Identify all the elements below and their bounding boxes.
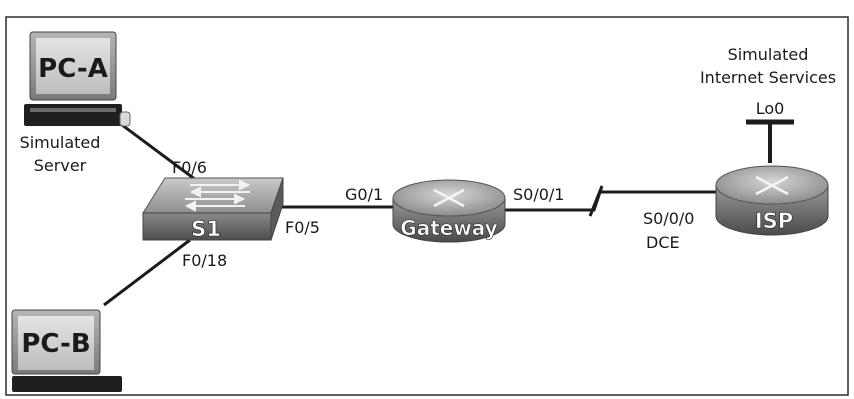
interface-dce: DCE (646, 233, 680, 252)
switch-arrows-icon (184, 179, 251, 212)
pc-b-device: PC-B (11, 309, 122, 392)
link-gateway-isp-serial (505, 185, 720, 217)
interface-s1-f018: F0/18 (182, 251, 227, 270)
links (103, 119, 794, 307)
gateway-label: Gateway (400, 216, 497, 240)
pc-a-base-highlight (30, 108, 116, 112)
switch-label: S1 (191, 217, 221, 241)
interface-gateway-s001: S0/0/1 (513, 185, 564, 204)
diagram-border (5, 16, 849, 396)
gateway-router-arrows-icon (433, 188, 465, 208)
switch-side-face (270, 177, 284, 241)
pc-b-monitor-screen (18, 316, 94, 370)
isp-router-device: ISP (715, 165, 829, 236)
interface-s1-f05: F0/5 (285, 218, 320, 237)
gateway-router-device: Gateway (392, 179, 506, 243)
switch-s1-device: S1 (142, 177, 284, 241)
link-pca-s1 (117, 120, 197, 182)
pc-a-device: PC-A (24, 31, 131, 127)
interface-isp-s000: S0/0/0 (643, 209, 694, 228)
pc-a-role-line1: Simulated (20, 133, 101, 152)
switch-top-face (142, 177, 284, 214)
pc-b-label: PC-B (21, 329, 90, 359)
interface-isp-lo0: Lo0 (756, 99, 785, 118)
pc-a-mouse (119, 111, 131, 127)
pc-a-base (24, 104, 122, 126)
isp-router-arrows-icon (755, 175, 789, 196)
pc-a-role-line2: Server (34, 156, 87, 175)
internet-services-line1: Simulated (728, 45, 809, 64)
isp-label: ISP (755, 209, 793, 233)
interface-s1-f06: F0/6 (172, 158, 207, 177)
pc-a-label: PC-A (38, 54, 108, 84)
interface-gateway-g01: G0/1 (345, 185, 383, 204)
pc-b-base (12, 376, 122, 392)
internet-services-line2: Internet Services (700, 68, 836, 87)
link-s1-pcb (103, 238, 191, 307)
pc-a-monitor-screen (36, 38, 110, 94)
